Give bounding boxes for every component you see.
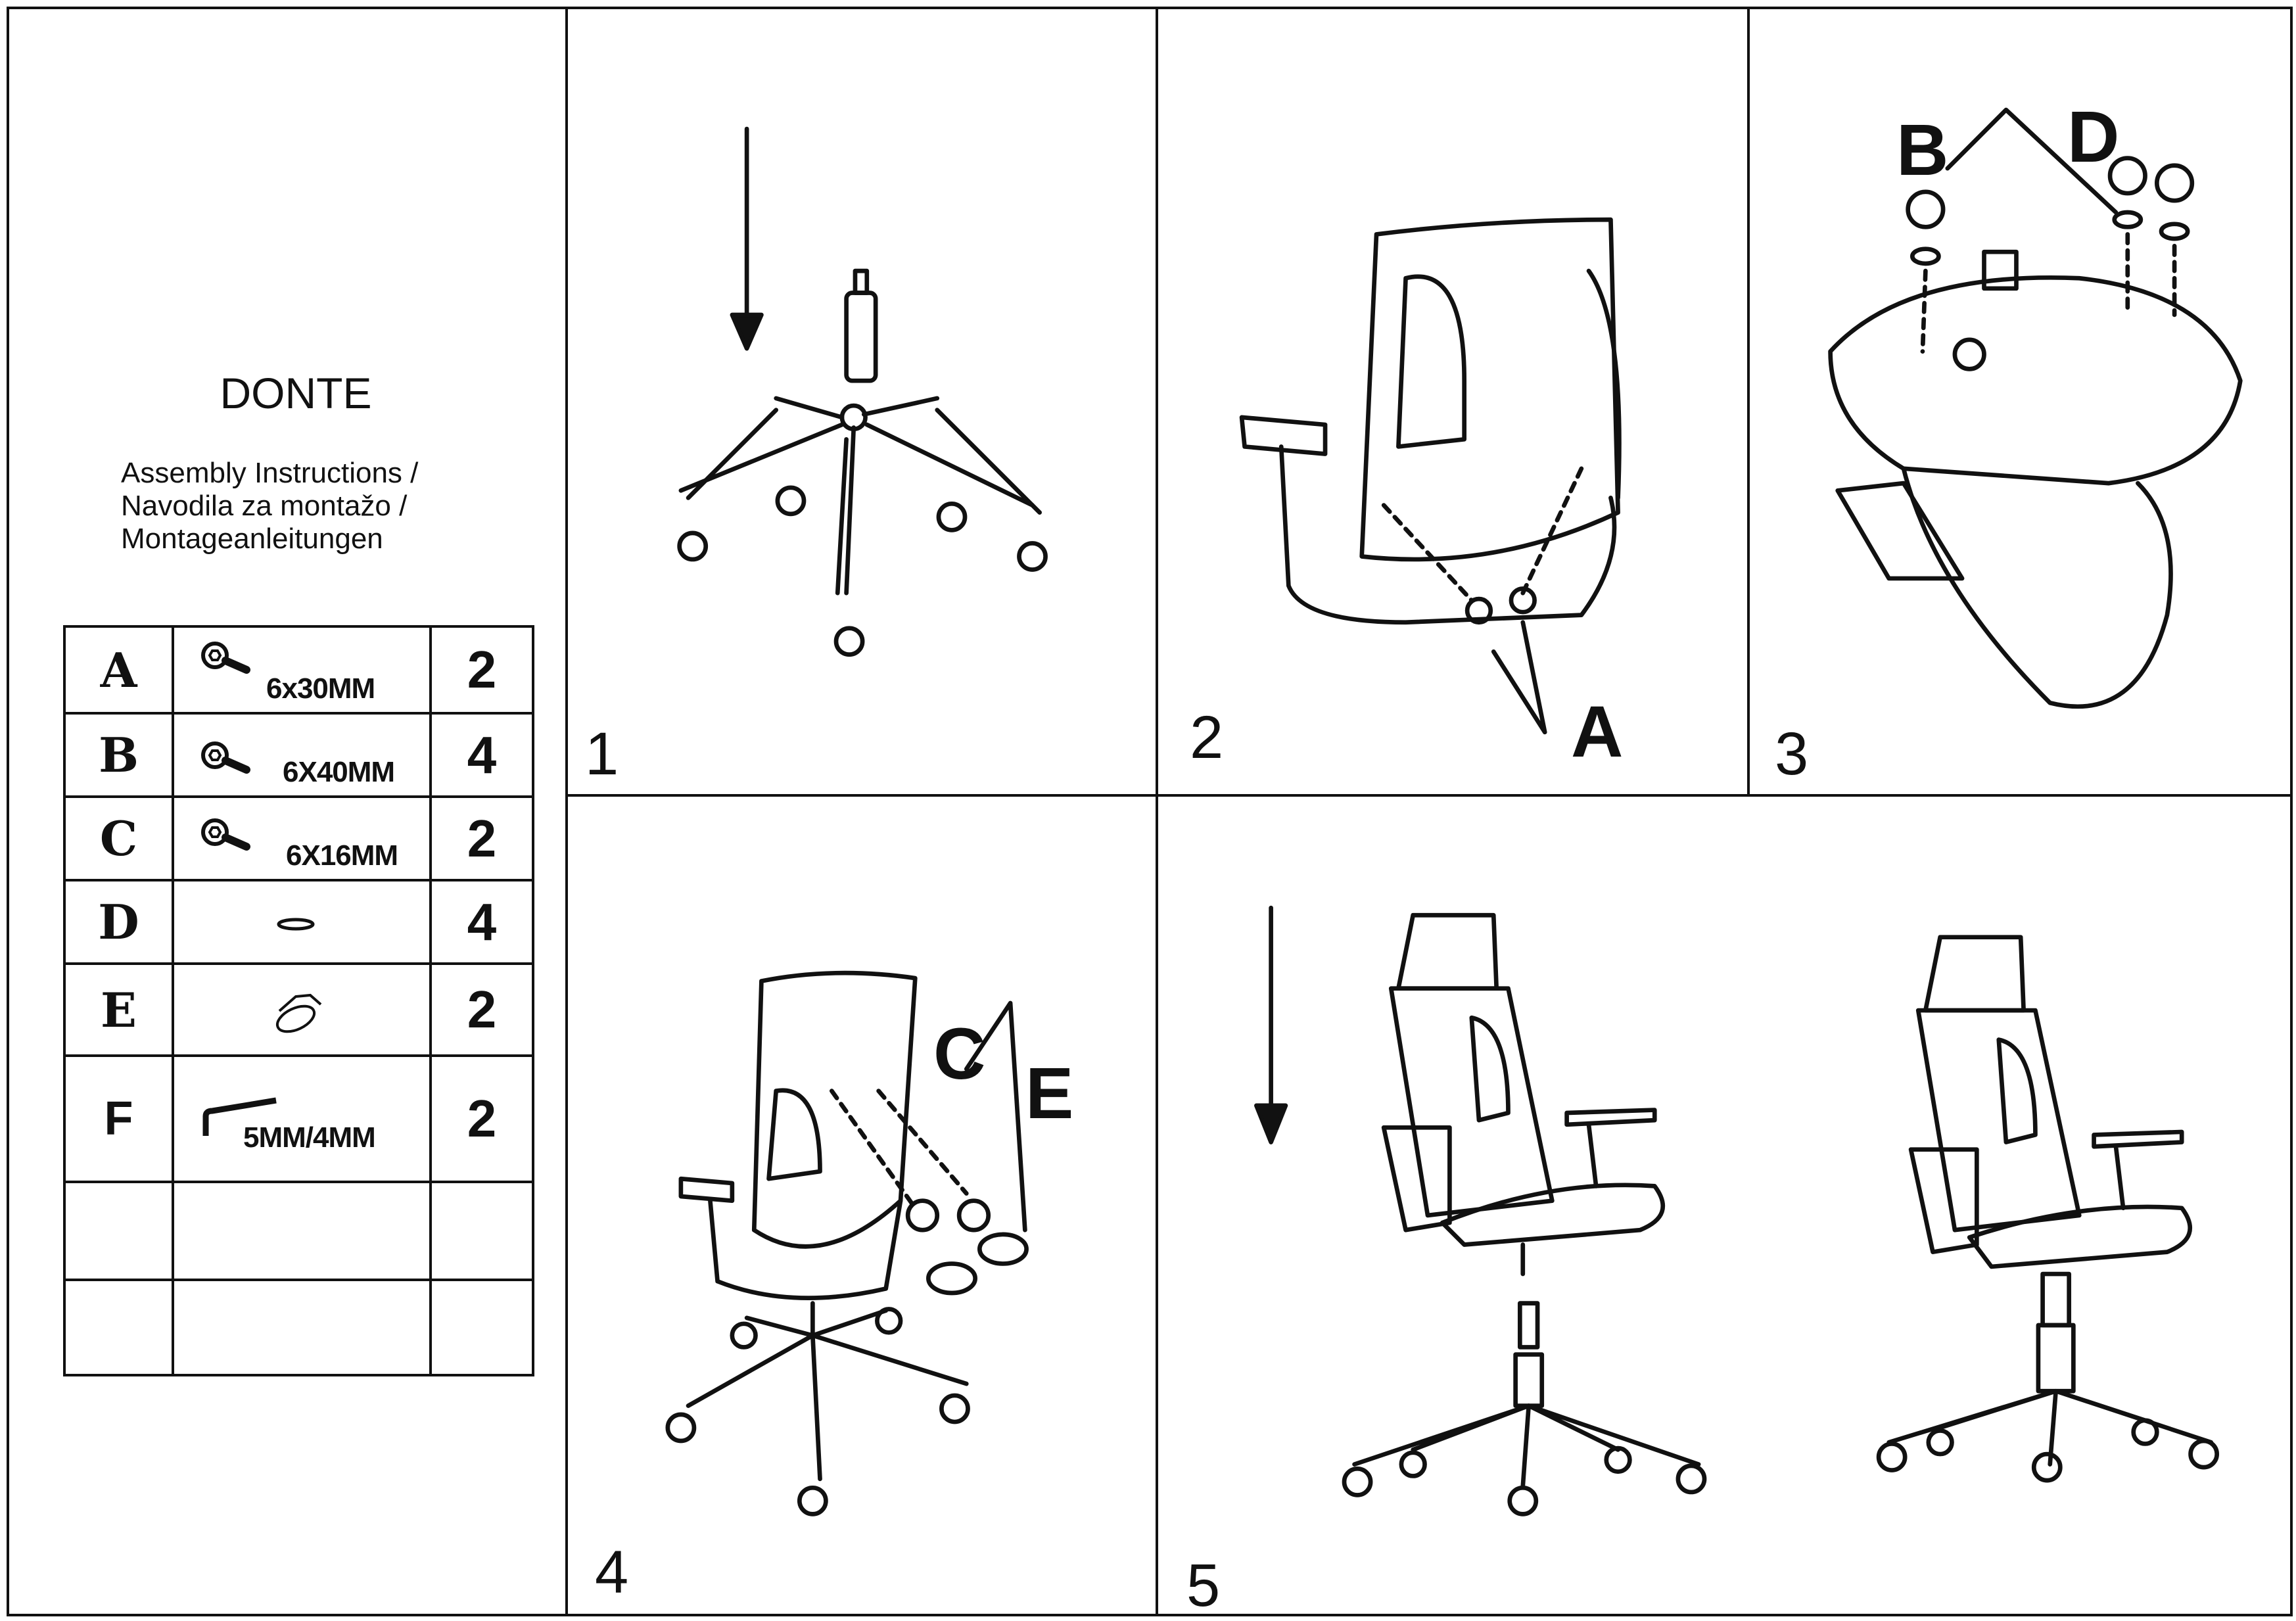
step4-label-e: E	[1025, 1053, 1074, 1134]
step-number-3: 3	[1775, 720, 1809, 787]
part-letter: C	[63, 795, 174, 881]
step3-label-d: D	[2067, 97, 2120, 177]
washer-icon	[277, 918, 315, 931]
part-qty: 2	[429, 795, 534, 881]
part-spec: 6X40MM	[283, 756, 395, 788]
step3-illustration	[1828, 107, 2243, 709]
part-spec: 5MM/4MM	[243, 1121, 376, 1154]
cap-icon	[275, 993, 322, 1033]
part-qty: 2	[429, 962, 534, 1057]
subtitle-en: Assembly Instructions /	[121, 457, 419, 489]
table-row-empty	[63, 1181, 534, 1281]
table-row: C 6X16MM 2	[63, 795, 534, 881]
step1-illustration	[677, 126, 1048, 657]
subtitle: Assembly Instructions / Navodila za mont…	[121, 457, 418, 555]
part-spec: 6X16MM	[286, 839, 398, 872]
part-qty: 4	[429, 712, 534, 798]
part-qty: 4	[429, 879, 534, 965]
frame-right	[2290, 7, 2293, 1616]
table-row: E 2	[63, 962, 534, 1057]
table-row: B 6X40MM 4	[63, 712, 534, 798]
step-number-2: 2	[1190, 704, 1224, 771]
divider-v3	[1747, 7, 1750, 795]
divider-h	[567, 794, 2291, 797]
subtitle-sl: Navodila za montažo /	[121, 490, 408, 522]
part-spec: 6x30MM	[266, 672, 375, 705]
parts-table: A 6x30MM 2 B 6X40MM 4 C 6X16MM 2 D 4 E	[63, 625, 534, 1376]
part-letter: B	[63, 712, 174, 798]
step4-illustration	[665, 970, 1029, 1516]
subtitle-de: Montageanleitungen	[121, 523, 383, 555]
part-letter: A	[63, 625, 174, 715]
step5-illustration	[1254, 905, 1707, 1516]
step-number-4: 4	[595, 1539, 629, 1606]
step-number-5: 5	[1186, 1552, 1221, 1619]
part-qty: 2	[429, 1054, 534, 1183]
frame-left	[7, 7, 9, 1616]
table-row-empty	[63, 1279, 534, 1376]
bolt-icon	[201, 741, 250, 774]
part-letter: F	[63, 1054, 174, 1183]
gas-lift	[844, 291, 878, 383]
table-row: F 5MM/4MM 2	[63, 1054, 534, 1183]
frame-top	[7, 7, 2293, 9]
assembled-chair-illustration	[1876, 935, 2220, 1483]
table-row: A 6x30MM 2	[63, 625, 534, 715]
step3-label-b: B	[1896, 110, 1949, 191]
part-letter: D	[63, 879, 174, 965]
divider-v2	[1156, 7, 1158, 1616]
step2-label-a: A	[1571, 692, 1624, 772]
step-number-1: 1	[585, 720, 619, 787]
frame-bottom	[7, 1614, 2293, 1616]
allen-key-icon	[202, 1097, 277, 1136]
part-letter: E	[63, 962, 174, 1057]
part-qty: 2	[429, 625, 534, 715]
step2-illustration	[1239, 217, 1622, 735]
product-name: DONTE	[220, 369, 372, 417]
divider-v1	[565, 7, 568, 1616]
table-row: D 4	[63, 879, 534, 965]
bolt-icon	[201, 642, 250, 674]
bolt-icon	[201, 818, 250, 851]
